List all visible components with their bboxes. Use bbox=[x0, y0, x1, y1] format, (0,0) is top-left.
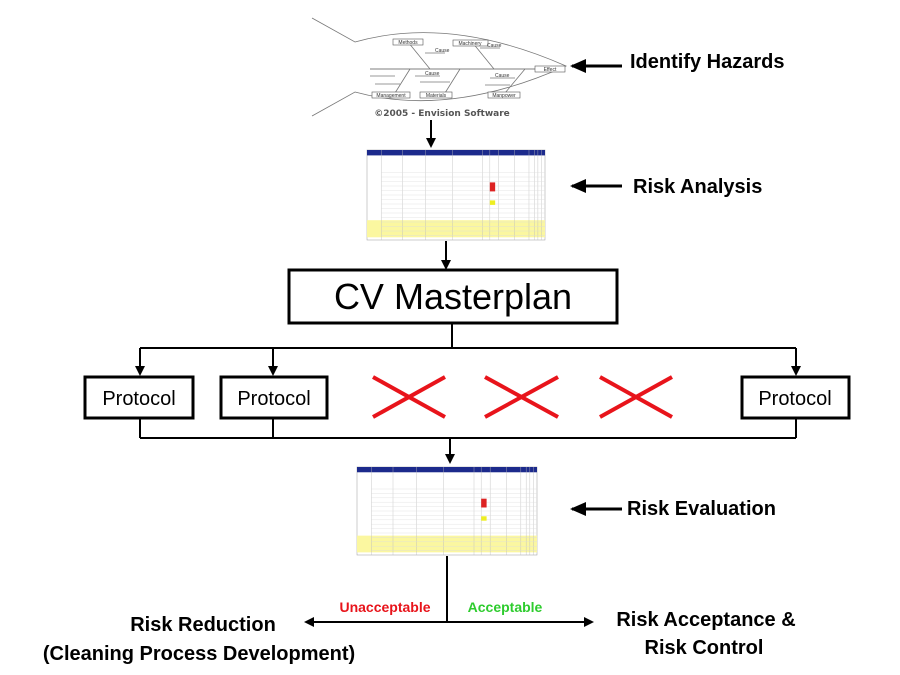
fishbone-labels: Methods Machinery Management Materials M… bbox=[371, 38, 566, 119]
protocol-label: Protocol bbox=[758, 388, 831, 410]
protocol-1: Protocol bbox=[219, 375, 329, 420]
fishbone-diagram bbox=[311, 17, 567, 117]
risk-high-cell bbox=[489, 182, 496, 192]
risk-evaluation-table bbox=[356, 466, 538, 556]
cross-icon bbox=[484, 375, 559, 419]
eliminated-protocols bbox=[372, 375, 673, 419]
fishbone-cause: Cause bbox=[487, 43, 502, 49]
risk-acceptance-label: Risk Acceptance & bbox=[616, 609, 795, 631]
protocol-box bbox=[219, 375, 329, 420]
table-highlight-rows bbox=[367, 220, 545, 238]
cross-icon bbox=[599, 375, 673, 419]
risk-control-label: Risk Control bbox=[645, 637, 764, 659]
risk-analysis-table bbox=[366, 149, 546, 241]
decision-connectors bbox=[304, 556, 594, 627]
protocol-0: Protocol bbox=[83, 375, 195, 420]
cv-masterplan-title: CV Masterplan bbox=[334, 276, 572, 317]
table-header bbox=[367, 150, 545, 156]
step-risk-evaluation: Risk Evaluation bbox=[627, 498, 776, 520]
cross-icon bbox=[372, 375, 446, 419]
table-highlight-rows bbox=[357, 535, 537, 553]
fishbone-cause: Cause bbox=[495, 73, 510, 79]
protocol-label: Protocol bbox=[237, 388, 310, 410]
risk-medium-cell bbox=[489, 200, 496, 205]
risk-high-cell bbox=[481, 498, 487, 508]
fishbone-category: Methods bbox=[398, 40, 418, 46]
risk-reduction-label: Risk Reduction bbox=[130, 614, 276, 636]
acceptable-label: Acceptable bbox=[468, 599, 543, 615]
step-risk-analysis: Risk Analysis bbox=[633, 176, 762, 198]
fishbone-cause: Cause bbox=[435, 48, 450, 54]
unacceptable-label: Unacceptable bbox=[339, 599, 430, 615]
protocol-5: Protocol bbox=[740, 375, 851, 420]
protocol-label: Protocol bbox=[102, 388, 175, 410]
fishbone-category: Management bbox=[376, 93, 406, 99]
table-header bbox=[357, 467, 537, 473]
protocol-box bbox=[740, 375, 851, 420]
protocol-box bbox=[83, 375, 195, 420]
cv-masterplan-box bbox=[287, 268, 619, 325]
protocol-connectors bbox=[135, 323, 801, 464]
step-identify-hazards: Identify Hazards bbox=[630, 51, 784, 73]
copyright-text: ©2005 - Envision Software bbox=[374, 109, 510, 119]
fishbone-effect: Effect bbox=[544, 67, 557, 73]
fish-outline bbox=[311, 17, 567, 117]
fishbone-category: Manpower bbox=[492, 93, 516, 99]
risk-medium-cell bbox=[481, 516, 487, 521]
fishbone-category: Machinery bbox=[458, 41, 482, 47]
fishbone-cause: Cause bbox=[425, 71, 440, 77]
fishbone-category: Materials bbox=[426, 93, 447, 99]
risk-reduction-sublabel: (Cleaning Process Development) bbox=[43, 643, 355, 665]
